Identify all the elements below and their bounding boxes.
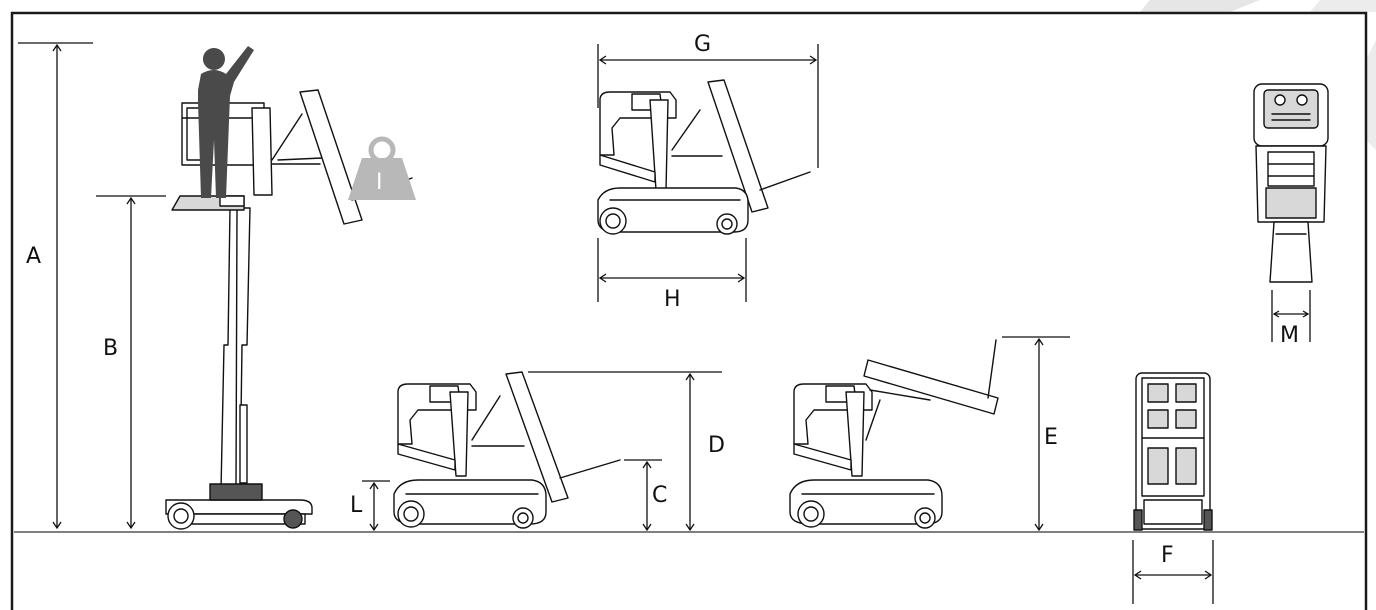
label-i: I — [376, 170, 383, 195]
dimension-h — [597, 238, 747, 302]
dimension-c — [624, 459, 662, 532]
label-l: L — [350, 493, 363, 518]
dimension-e — [1002, 336, 1070, 532]
label-m: M — [1280, 323, 1299, 348]
dimension-l — [362, 480, 390, 532]
label-h: H — [664, 287, 681, 312]
label-e: E — [1044, 425, 1058, 450]
dimension-a — [18, 42, 93, 530]
raised-lift-drawing — [165, 89, 413, 530]
lowered-lift-drawing — [393, 371, 621, 529]
diagram-frame — [10, 11, 1368, 610]
label-f: F — [1161, 543, 1174, 568]
dimension-f — [1132, 540, 1214, 604]
dimension-m — [1271, 290, 1311, 342]
load-weight-icon — [348, 136, 416, 200]
dimension-g — [597, 44, 819, 168]
top-side-view-drawing — [597, 79, 811, 235]
person-silhouette-icon — [198, 46, 254, 198]
label-a: A — [26, 244, 41, 269]
tilted-tray-drawing — [789, 339, 999, 529]
corner-decoration — [1140, 0, 1376, 150]
front-view-drawing — [1253, 83, 1329, 283]
label-b: B — [103, 336, 118, 361]
label-g: G — [694, 32, 711, 57]
label-d: D — [708, 433, 725, 458]
dimension-b — [96, 195, 166, 530]
rear-view-drawing — [1133, 372, 1213, 531]
dimension-d — [528, 371, 722, 532]
label-c: C — [652, 483, 667, 508]
